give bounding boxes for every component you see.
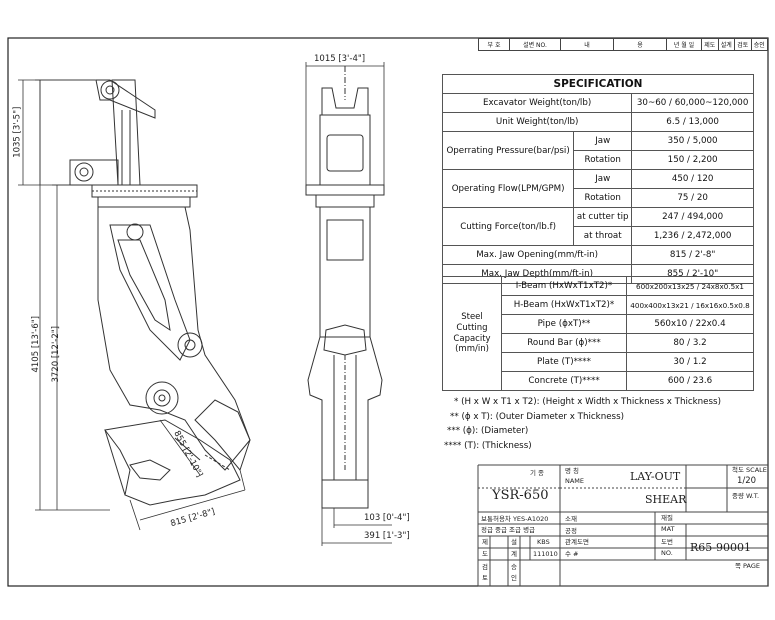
spec-concrete-value: 600 / 23.6 [626,371,754,391]
notes: * (H x W x T1 x T2): (Height x Width x T… [444,395,721,453]
front-view-dimensions [305,62,392,546]
spec-roundbar-label: Round Bar (ϕ)*** [501,333,627,353]
spec-flow-jaw-label: Jaw [573,169,633,189]
spec-jaw-opening-label: Max. Jaw Opening(mm/ft-in) [441,245,633,265]
spec-jaw-opening-value: 815 / 2'-8" [631,245,754,265]
tb-design-sub: 계 [511,550,517,558]
rev-col-check: 검토 [734,38,752,51]
rev-col-sign: 부 호 [478,38,510,51]
dim-body-height: 3720 [12'-2"] [51,325,62,383]
tb-dwg-label: NO. [661,549,673,557]
tb-weight-label: 중량 W.T. [732,492,760,500]
spec-hbeam-value: 400x400x13x21 / 16x16x0.5x0.8 [626,295,754,315]
rev-col-content-b: 용 [613,38,667,51]
rev-col-date: 년 월 일 [666,38,702,51]
tb-material-kr: 소재 [565,515,577,523]
spec-unit-weight-label: Unit Weight(ton/lb) [441,112,633,132]
front-view-drawing [305,66,385,509]
tb-name-line1: LAY-OUT [630,470,681,483]
tb-design-label: 설 [511,538,517,546]
spec-steel-label: Steel Cutting Capacity (mm/in) [442,276,502,391]
spec-plate-value: 30 / 1.2 [626,352,754,372]
tb-scale: 1/20 [737,476,757,486]
tb-ref-line1: 보통허용차 YES-A1020 [481,515,549,523]
dim-top-height: 1035 [3'-5"] [12,106,23,158]
spec-flow-jaw-value: 450 / 120 [631,169,754,189]
tb-material-label-kr: 재질 [661,514,673,522]
spec-pressure-rotation-value: 150 / 2,200 [631,150,754,170]
tb-scale-label: 척도 SCALE [732,466,767,474]
dim-tip-length: 391 [1'-3"] [364,531,410,541]
tb-process-kr: 공정 [565,527,577,535]
spec-pressure-rotation-label: Rotation [573,150,633,170]
tb-approve-label: 승 [511,563,517,571]
note-2: ** (ϕ x T): (Outer Diameter x Thickness) [450,411,624,422]
spec-cutting-label: Cutting Force(ton/lb.f) [441,207,575,246]
spec-hbeam-label: H-Beam (HxWxT1xT2)* [501,295,627,315]
spec-title: SPECIFICATION [442,74,754,94]
spec-plate-label: Plate (T)**** [501,352,627,372]
spec-concrete-label: Concrete (T)**** [501,371,627,391]
tb-dwg-label-kr: 도번 [661,538,673,546]
dim-tip-width: 103 [0'-4"] [364,513,410,523]
tb-draw-sub: 도 [482,550,488,558]
spec-cutting-tip-value: 247 / 494,000 [631,207,754,227]
rev-col-approve: 승인 [750,38,768,51]
spec-pipe-value: 560x10 / 22x0.4 [626,314,754,334]
tb-model-label: 기 종 [530,469,545,477]
side-view-drawing [69,79,251,506]
revision-table: 부 호 설변 NO. 내 용 년 월 일 제도 설계 검토 승인 [478,38,768,51]
spec-ibeam-label: I-Beam (HxWxT1xT2)* [501,276,627,296]
note-1: * (H x W x T1 x T2): (Height x Width x T… [454,397,721,407]
spec-ibeam-value: 600x200x13x25 / 24x8x0.5x1 [626,276,754,296]
tb-ref-line2: 정급 중급 조급 병급 [481,526,536,534]
spec-pipe-label: Pipe (ϕxT)** [501,314,627,334]
spec-flow-label: Operating Flow(LPM/GPM) [441,169,575,208]
rev-col-design: 설계 [717,38,735,51]
tb-name-label-kr: 명 칭 [565,467,580,475]
tb-date: 111010 [533,550,558,558]
tb-material-label: MAT [661,525,675,533]
rev-col-content-a: 내 [560,38,614,51]
tb-related-kr: 관계도면 [565,538,589,546]
note-3: *** (ϕ): (Diameter) [447,426,529,436]
sheet-border [7,37,769,587]
spec-cutting-throat-value: 1,236 / 2,472,000 [631,226,754,246]
rev-col-draw: 제도 [701,38,719,51]
spec-excavator-weight-label: Excavator Weight(ton/lb) [441,93,633,113]
steel-capacity-table: Steel Cutting Capacity (mm/in) I-Beam (H… [442,276,754,391]
tb-approve-sub: 인 [511,574,517,582]
tb-name-line2: SHEAR [645,493,687,506]
tb-page-label: 쪽 PAGE [735,562,761,570]
spec-pressure-jaw-label: Jaw [573,131,633,151]
dim-overall-height: 4105 [13'-6"] [31,315,42,373]
tb-count-kr: 수 # [565,550,579,558]
rev-col-no: 설변 NO. [509,38,561,51]
tb-check-sub: 토 [482,574,488,582]
tb-check-label: 검 [482,563,488,571]
tb-model: YSR-650 [492,488,549,503]
tb-draw-label: 제 [482,538,488,546]
tb-dwg-no: R65-90001 [690,541,751,554]
spec-pressure-jaw-value: 350 / 5,000 [631,131,754,151]
tb-name-label: NAME [565,477,585,485]
spec-pressure-label: Operrating Pressure(bar/psi) [441,131,575,170]
dim-front-width: 1015 [3'-4"] [314,54,366,64]
spec-flow-rotation-label: Rotation [573,188,633,208]
specification-table: SPECIFICATION Excavator Weight(ton/lb) 3… [441,74,754,284]
spec-roundbar-value: 80 / 3.2 [626,333,754,353]
side-view-dimensions [18,79,246,531]
spec-cutting-tip-label: at cutter tip [573,207,633,227]
spec-unit-weight-value: 6.5 / 13,000 [631,112,754,132]
tb-designer: KBS [537,538,550,546]
spec-flow-rotation-value: 75 / 20 [631,188,754,208]
spec-excavator-weight-value: 30~60 / 60,000~120,000 [631,93,754,113]
spec-cutting-throat-label: at throat [573,226,633,246]
note-4: **** (T): (Thickness) [444,440,532,451]
title-block-grid [477,464,768,587]
